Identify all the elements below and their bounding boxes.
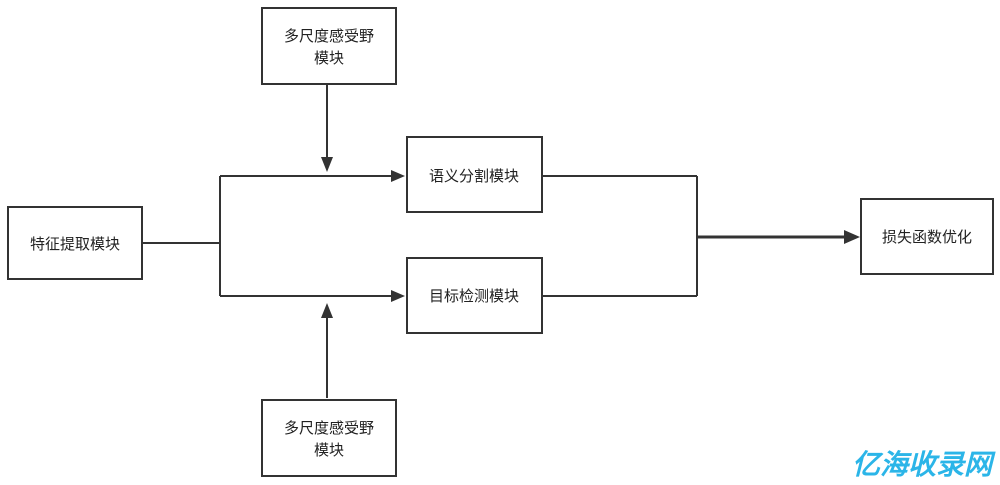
edges xyxy=(142,85,860,398)
arrowhead-loss xyxy=(844,230,860,244)
node-feature-extraction: 特征提取模块 xyxy=(7,206,143,280)
node-object-detect: 目标检测模块 xyxy=(406,257,543,334)
node-receptive-bottom-line2: 模块 xyxy=(314,441,344,459)
watermark-text: 亿海收录网 xyxy=(852,448,996,481)
node-loss-optimization-label: 损失函数优化 xyxy=(882,228,972,246)
node-feature-extraction-label: 特征提取模块 xyxy=(30,235,120,253)
node-receptive-top-line1: 多尺度感受野 xyxy=(284,27,374,45)
node-receptive-bottom: 多尺度感受野 模块 xyxy=(261,399,397,477)
node-receptive-top-line2: 模块 xyxy=(314,49,344,67)
arrowhead-receptive-bottom xyxy=(321,303,333,318)
arrowhead-receptive-top xyxy=(321,157,333,172)
node-semantic-seg-label: 语义分割模块 xyxy=(429,167,519,185)
node-receptive-bottom-line1: 多尺度感受野 xyxy=(284,419,374,437)
node-object-detect-label: 目标检测模块 xyxy=(429,287,519,305)
arrowhead-object-detect xyxy=(391,290,405,302)
node-receptive-top: 多尺度感受野 模块 xyxy=(261,7,397,85)
node-semantic-seg: 语义分割模块 xyxy=(406,136,543,213)
arrowhead-semantic-seg xyxy=(391,170,405,182)
node-loss-optimization: 损失函数优化 xyxy=(860,198,994,275)
